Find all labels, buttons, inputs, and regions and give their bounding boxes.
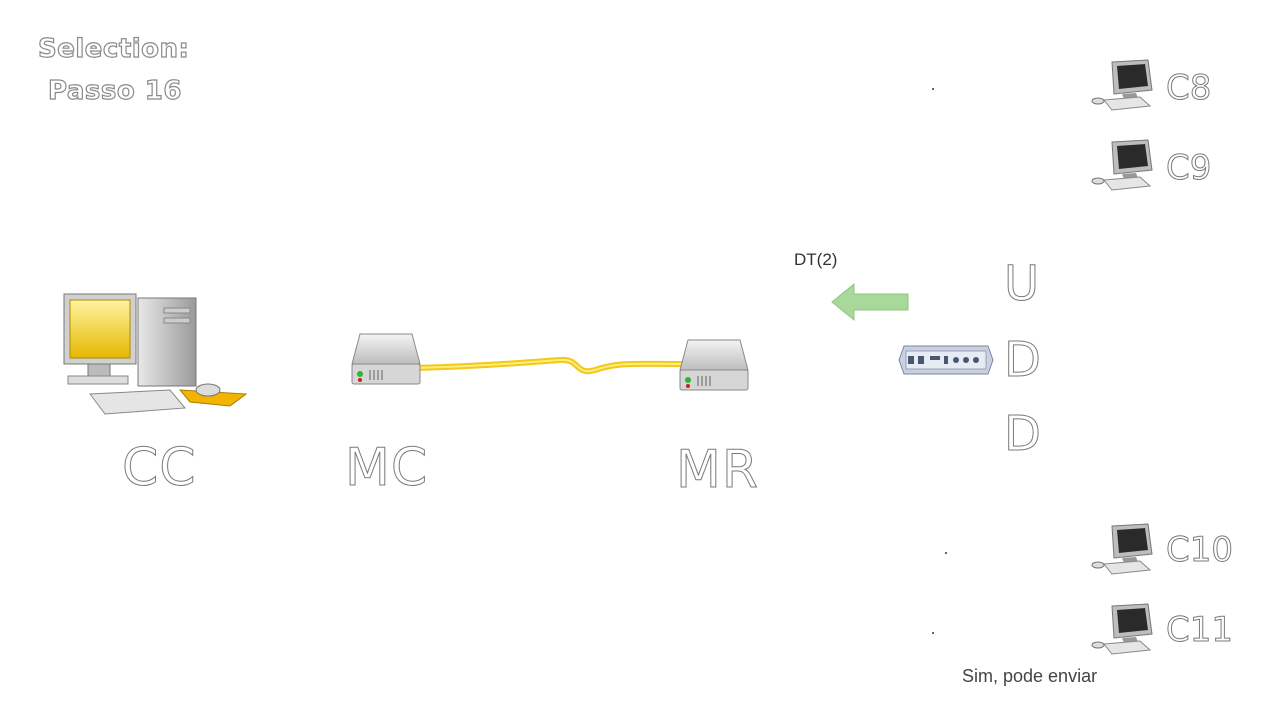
- udd-letter-d: D: [1004, 406, 1042, 463]
- node-label-cc: CC: [122, 438, 197, 499]
- server-icon: [351, 333, 421, 385]
- client-label-c8: C8: [1165, 68, 1212, 109]
- client-label-c9: C9: [1165, 148, 1212, 189]
- desktop-computer-icon: [63, 293, 248, 415]
- udd-letter-u: U: [1003, 256, 1040, 313]
- server-icon: [679, 339, 749, 391]
- marker-dot: [932, 88, 934, 90]
- node-label-mc: MC: [344, 438, 429, 499]
- link-cable: [414, 356, 691, 375]
- client-computer-icon: [1091, 523, 1153, 575]
- client-label-c11: C11: [1165, 610, 1234, 651]
- title-line-1: Selection:: [37, 33, 190, 64]
- multiplexer-device-icon: [898, 345, 994, 375]
- client-computer-icon: [1091, 603, 1153, 655]
- udd-letter-d: D: [1004, 332, 1042, 389]
- node-label-mr: MR: [676, 440, 759, 501]
- status-text: Sim, pode enviar: [962, 666, 1098, 686]
- marker-dot: [932, 632, 934, 634]
- client-label-c10: C10: [1165, 530, 1234, 571]
- message-arrow-icon: [831, 282, 909, 322]
- message-label: DT(2): [794, 250, 838, 269]
- client-computer-icon: [1091, 59, 1153, 111]
- marker-dot: [945, 552, 947, 554]
- title-line-2: Passo 16: [47, 75, 182, 106]
- client-computer-icon: [1091, 139, 1153, 191]
